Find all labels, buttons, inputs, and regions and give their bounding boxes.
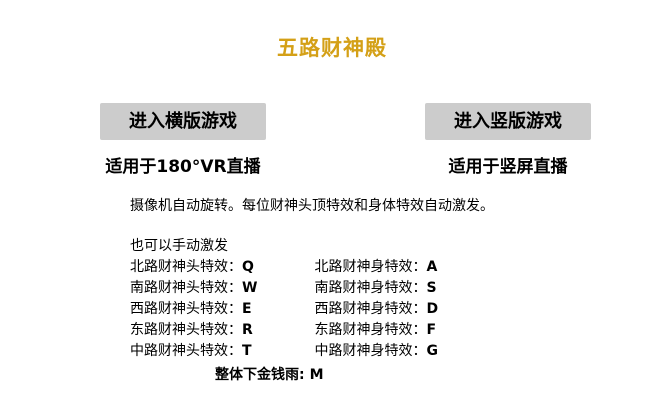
hotkey-head-cell: 东路财神头特效：R [130,320,310,341]
hotkey-body-cell: 南路财神身特效：S [314,278,436,299]
hotkey-body-cell: 东路财神身特效：F [314,320,436,341]
hotkey-key: W [242,280,258,296]
money-rain-key: M [309,367,324,383]
vertical-game-subtitle: 适用于竖屏直播 [448,157,568,177]
money-rain-label: 整体下金钱雨: [215,367,305,383]
hotkey-label: 南路财神身特效： [314,280,427,296]
vertical-game-section: 进入竖版游戏 适用于竖屏直播 [397,103,619,177]
hotkey-key: G [426,343,438,359]
hotkey-label: 中路财神身特效： [314,343,427,359]
hotkey-key: E [242,301,252,317]
page-title: 五路财神殿 [277,36,387,60]
hotkey-label: 西路财神身特效： [314,301,427,317]
hotkey-head-cell: 西路财神头特效：E [130,299,310,320]
enter-vertical-game-button[interactable]: 进入竖版游戏 [425,103,591,140]
hotkey-row: 西路财神头特效：E 西路财神身特效：D [130,299,494,320]
hotkey-row: 东路财神头特效：R 东路财神身特效：F [130,320,494,341]
hotkey-head-cell: 中路财神头特效：T [130,341,310,362]
hotkey-body-cell: 西路财神身特效：D [314,299,438,320]
hotkey-key: A [426,259,438,275]
hotkey-key: R [242,322,253,338]
hotkey-label: 中路财神头特效： [130,343,242,359]
hotkey-label: 北路财神头特效： [130,259,242,275]
horizontal-game-section: 进入横版游戏 适用于180°VR直播 [72,103,294,177]
hotkey-row: 南路财神头特效：W 南路财神身特效：S [130,278,494,299]
hotkey-label: 西路财神头特效： [130,301,242,317]
hotkey-label: 东路财神身特效： [314,322,427,338]
hotkey-key: T [242,343,252,359]
horizontal-game-subtitle: 适用于180°VR直播 [105,157,261,177]
hotkey-head-cell: 北路财神头特效：Q [130,257,310,278]
auto-effects-text: 摄像机自动旋转。每位财神头顶特效和身体特效自动激发。 [130,198,494,214]
hotkey-body-cell: 北路财神身特效：A [314,257,437,278]
hotkey-row: 北路财神头特效：Q 北路财神身特效：A [130,257,494,278]
hotkey-table: 北路财神头特效：Q 北路财神身特效：A 南路财神头特效：W 南路财神身特效：S … [130,257,494,362]
instructions-block: 摄像机自动旋转。每位财神头顶特效和身体特效自动激发。 也可以手动激发 北路财神头… [130,196,494,362]
hotkey-key: S [426,280,437,296]
hotkey-head-cell: 南路财神头特效：W [130,278,310,299]
hotkey-row: 中路财神头特效：T 中路财神身特效：G [130,341,494,362]
money-rain-line: 整体下金钱雨:M [215,364,324,384]
hotkey-body-cell: 中路财神身特效：G [314,341,438,362]
hotkey-label: 东路财神头特效： [130,322,242,338]
enter-horizontal-game-button[interactable]: 进入横版游戏 [100,103,266,140]
hotkey-label: 北路财神身特效： [314,259,427,275]
hotkey-key: D [426,301,439,317]
hotkey-key: Q [242,259,254,275]
hotkey-label: 南路财神头特效： [130,280,242,296]
hotkey-key: F [426,322,437,338]
manual-trigger-header: 也可以手动激发 [130,238,228,254]
